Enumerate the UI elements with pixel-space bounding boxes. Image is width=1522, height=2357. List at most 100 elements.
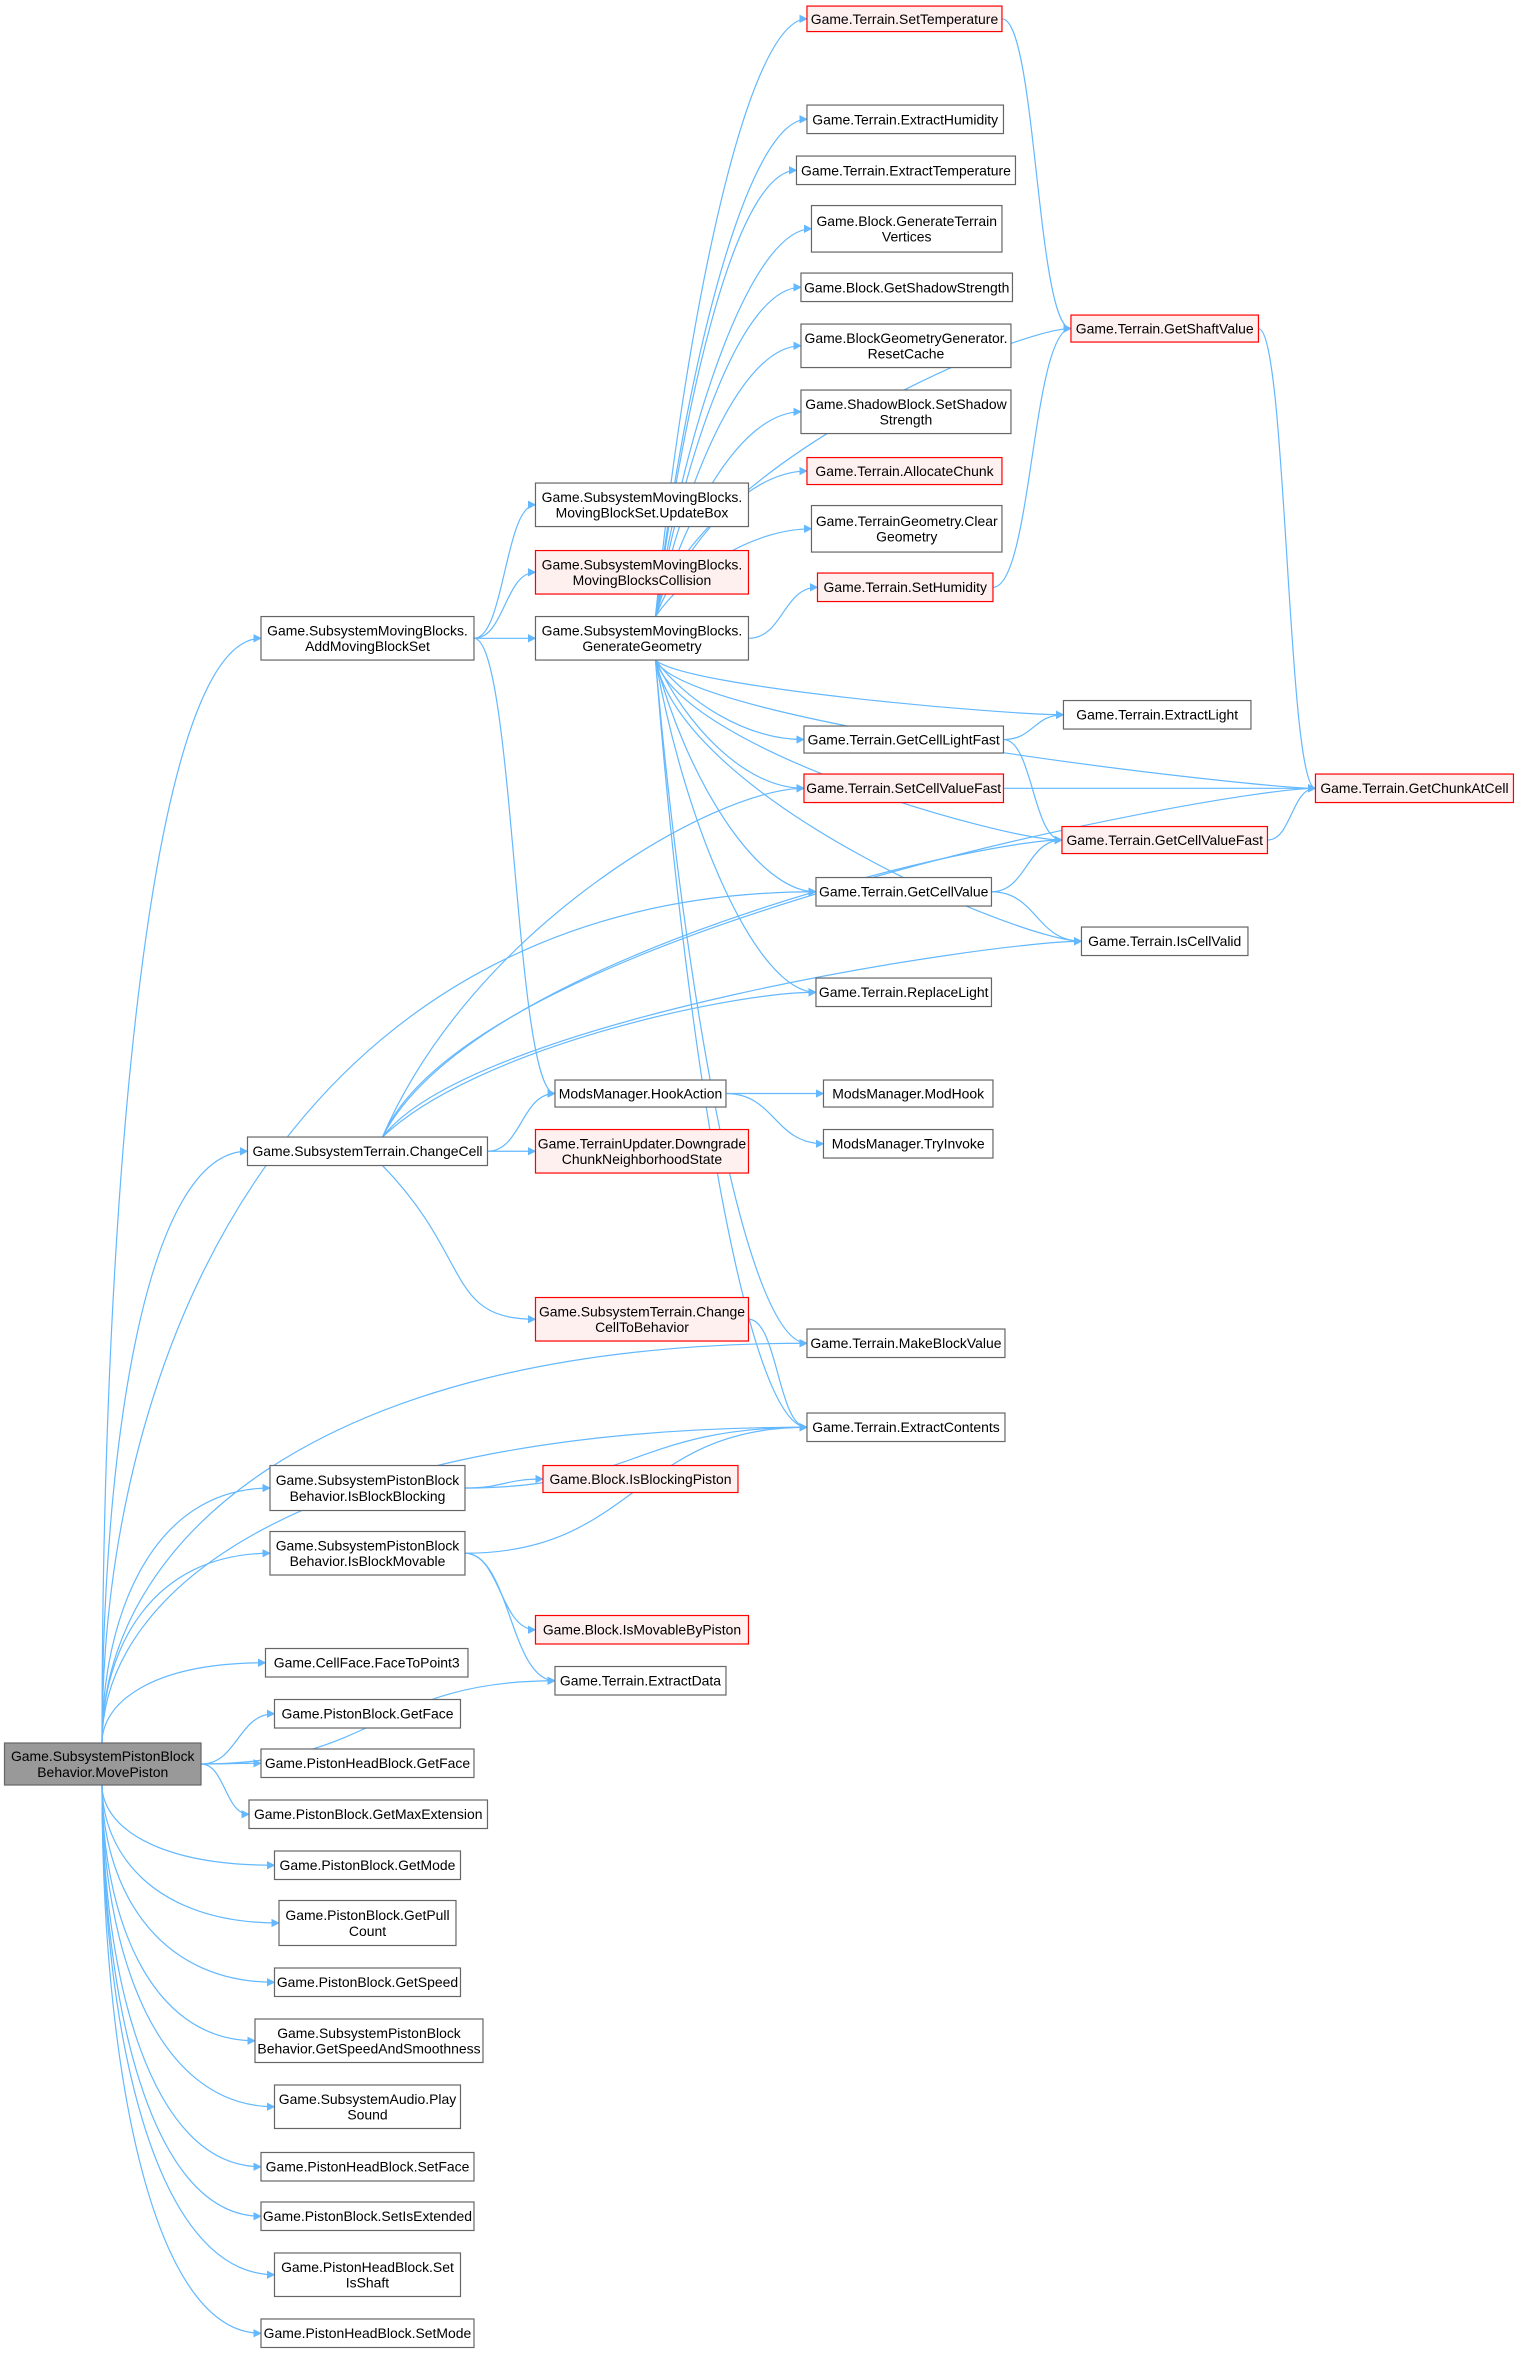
node-label: Behavior.MovePiston bbox=[37, 1764, 168, 1780]
node-isblocking[interactable]: Game.SubsystemPistonBlockBehavior.IsBloc… bbox=[269, 1464, 466, 1512]
edge-changecell-to-setcellfast bbox=[381, 784, 805, 1138]
node-modhook[interactable]: ModsManager.ModHook bbox=[822, 1079, 994, 1108]
node-speedsmooth[interactable]: Game.SubsystemPistonBlockBehavior.GetSpe… bbox=[254, 2018, 484, 2064]
edge-hook-to-tryinv bbox=[725, 1092, 825, 1148]
node-box bbox=[534, 615, 750, 661]
node-label: ResetCache bbox=[868, 346, 945, 362]
node-setmode[interactable]: Game.PistonHeadBlock.SetMode bbox=[260, 2318, 475, 2349]
node-label: Game.SubsystemMovingBlocks. bbox=[542, 556, 743, 572]
node-getcellfast[interactable]: Game.Terrain.GetCellValueFast bbox=[1061, 825, 1269, 855]
edge-gengeo-to-getcell bbox=[654, 659, 817, 896]
node-extcont[interactable]: Game.Terrain.ExtractContents bbox=[806, 1412, 1006, 1443]
node-box bbox=[822, 1128, 994, 1159]
edge-movepiston-to-setshaft bbox=[101, 1785, 276, 2279]
node-getshadow[interactable]: Game.Block.GetShadowStrength bbox=[800, 272, 1014, 303]
node-box bbox=[1061, 825, 1269, 855]
node-label: Game.PistonBlock.GetMode bbox=[280, 1857, 456, 1873]
node-box bbox=[1062, 699, 1252, 730]
edge-gengeo-to-exthum bbox=[654, 115, 808, 617]
node-box bbox=[273, 1850, 462, 1881]
node-maxext[interactable]: Game.PistonBlock.GetMaxExtension bbox=[248, 1799, 489, 1830]
node-box bbox=[1314, 773, 1515, 804]
node-lightfast[interactable]: Game.Terrain.GetCellLightFast bbox=[803, 725, 1005, 754]
edge-shaft-to-chunkat bbox=[1258, 327, 1317, 793]
node-movablepiston[interactable]: Game.Block.IsMovableByPiston bbox=[534, 1614, 750, 1645]
node-label: Game.Block.IsBlockingPiston bbox=[549, 1471, 731, 1487]
node-settemp[interactable]: Game.Terrain.SetTemperature bbox=[806, 5, 1003, 33]
node-label: Game.PistonBlock.GetMaxExtension bbox=[254, 1806, 483, 1822]
node-box bbox=[273, 2084, 462, 2130]
edge-movepiston-to-setmode bbox=[101, 1785, 262, 2338]
node-label: Game.PistonBlock.GetSpeed bbox=[277, 1974, 458, 1990]
node-chunkat[interactable]: Game.Terrain.GetChunkAtCell bbox=[1314, 773, 1515, 804]
node-gengeo[interactable]: Game.SubsystemMovingBlocks.GenerateGeome… bbox=[534, 615, 750, 661]
edges-layer bbox=[101, 14, 1317, 2338]
node-phsetface[interactable]: Game.PistonHeadBlock.SetFace bbox=[260, 2151, 475, 2182]
node-box bbox=[1080, 926, 1249, 957]
node-phgetface[interactable]: Game.PistonHeadBlock.GetFace bbox=[260, 1748, 475, 1779]
node-label: Sound bbox=[347, 2107, 387, 2123]
node-box bbox=[542, 1464, 739, 1494]
edge-gengeo-to-setcellfast bbox=[654, 659, 805, 793]
node-getspeed[interactable]: Game.PistonBlock.GetSpeed bbox=[273, 1967, 462, 1998]
node-label: Game.ShadowBlock.SetShadow bbox=[805, 396, 1007, 412]
node-label: Game.CellFace.FaceToPoint3 bbox=[274, 1655, 460, 1671]
node-downgrade[interactable]: Game.TerrainUpdater.DowngradeChunkNeighb… bbox=[534, 1128, 750, 1174]
node-updatebox[interactable]: Game.SubsystemMovingBlocks.MovingBlockSe… bbox=[534, 482, 750, 528]
node-label: Strength bbox=[880, 412, 933, 428]
node-movepiston[interactable]: Game.SubsystemPistonBlockBehavior.MovePi… bbox=[3, 1742, 202, 1786]
node-setext[interactable]: Game.PistonBlock.SetIsExtended bbox=[260, 2201, 475, 2232]
node-sethum[interactable]: Game.Terrain.SetHumidity bbox=[816, 572, 994, 603]
node-shaft[interactable]: Game.Terrain.GetShaftValue bbox=[1070, 314, 1260, 343]
node-label: Game.Terrain.SetCellValueFast bbox=[806, 780, 1001, 796]
node-exthum[interactable]: Game.Terrain.ExtractHumidity bbox=[806, 104, 1005, 135]
node-box bbox=[803, 773, 1005, 804]
node-replight[interactable]: Game.Terrain.ReplaceLight bbox=[815, 977, 993, 1008]
node-label: Game.Terrain.ExtractContents bbox=[812, 1419, 999, 1435]
node-facetopt[interactable]: Game.CellFace.FaceToPoint3 bbox=[264, 1647, 469, 1678]
node-extdata[interactable]: Game.Terrain.ExtractData bbox=[554, 1665, 727, 1696]
node-label: Game.Terrain.GetChunkAtCell bbox=[1320, 780, 1508, 796]
node-box bbox=[534, 1128, 750, 1174]
node-label: Game.SubsystemAudio.Play bbox=[279, 2091, 456, 2107]
node-valid[interactable]: Game.Terrain.IsCellValid bbox=[1080, 926, 1249, 957]
node-changecell[interactable]: Game.SubsystemTerrain.ChangeCell bbox=[246, 1136, 489, 1167]
node-makeval[interactable]: Game.Terrain.MakeBlockValue bbox=[806, 1328, 1006, 1359]
node-box bbox=[269, 1530, 466, 1576]
node-ismovable[interactable]: Game.SubsystemPistonBlockBehavior.IsBloc… bbox=[269, 1530, 466, 1576]
node-label: CellToBehavior bbox=[595, 1319, 689, 1335]
node-pbgetface[interactable]: Game.PistonBlock.GetFace bbox=[273, 1698, 462, 1729]
node-box bbox=[254, 2018, 484, 2064]
edge-movepiston-to-speedsmooth bbox=[101, 1785, 256, 2045]
edge-gengeo-to-replight bbox=[654, 659, 817, 997]
node-collision[interactable]: Game.SubsystemMovingBlocks.MovingBlocksC… bbox=[534, 549, 750, 595]
node-blockingpiston[interactable]: Game.Block.IsBlockingPiston bbox=[542, 1464, 739, 1494]
edge-settemp-to-shaft bbox=[1001, 18, 1072, 333]
node-exttemp[interactable]: Game.Terrain.ExtractTemperature bbox=[795, 155, 1017, 186]
node-tryinv[interactable]: ModsManager.TryInvoke bbox=[822, 1128, 994, 1159]
node-label: ModsManager.TryInvoke bbox=[832, 1136, 985, 1152]
edge-changecell-to-tobehavior bbox=[382, 1165, 537, 1324]
node-box bbox=[1070, 314, 1260, 343]
node-getcell[interactable]: Game.Terrain.GetCellValue bbox=[815, 876, 993, 907]
edge-changecell-to-valid bbox=[382, 937, 1083, 1138]
node-label: Game.TerrainUpdater.Downgrade bbox=[538, 1135, 747, 1151]
node-box bbox=[269, 1464, 466, 1512]
node-setcellfast[interactable]: Game.Terrain.SetCellValueFast bbox=[803, 773, 1005, 804]
node-extlight[interactable]: Game.Terrain.ExtractLight bbox=[1062, 699, 1252, 730]
node-addset[interactable]: Game.SubsystemMovingBlocks.AddMovingBloc… bbox=[260, 615, 475, 661]
node-label: Game.Block.GenerateTerrain bbox=[816, 213, 997, 229]
node-resetcache[interactable]: Game.BlockGeometryGenerator.ResetCache bbox=[800, 323, 1012, 369]
node-box bbox=[554, 1079, 727, 1108]
node-tobehavior[interactable]: Game.SubsystemTerrain.ChangeCellToBehavi… bbox=[534, 1296, 750, 1342]
node-alloc[interactable]: Game.Terrain.AllocateChunk bbox=[806, 456, 1003, 486]
node-getmode[interactable]: Game.PistonBlock.GetMode bbox=[273, 1850, 462, 1881]
node-hook[interactable]: ModsManager.HookAction bbox=[554, 1079, 727, 1108]
